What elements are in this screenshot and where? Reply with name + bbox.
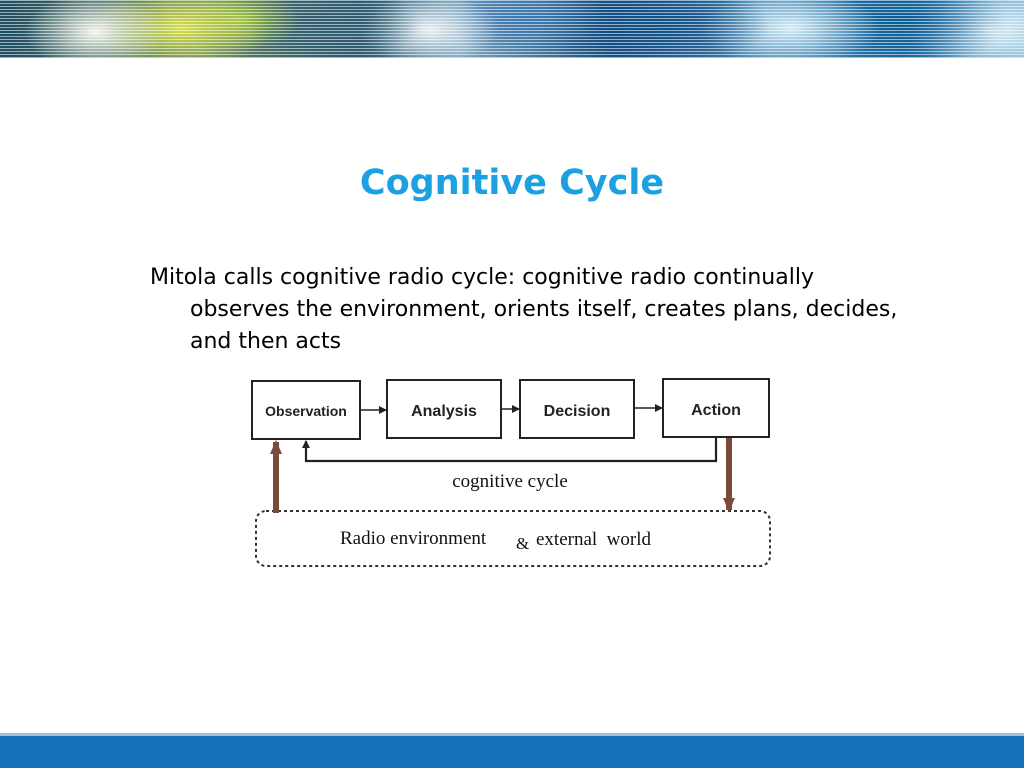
cognitive-cycle-label: cognitive cycle [452,471,568,492]
environment-ampersand: & [516,534,529,553]
feedback-loop-arrow [302,437,718,463]
observation-box: Observation [251,380,361,440]
bottom-decorative-bar [0,736,1024,768]
slide-title: Cognitive Cycle [359,163,665,203]
body-paragraph: Mitola calls cognitive radio cycle: cogn… [150,265,898,354]
radio-environment-box [255,510,771,567]
decision-box: Decision [519,379,635,439]
action-box: Action [662,378,770,438]
analysis-box: Analysis [386,379,502,439]
radio-environment-label: Radio environment [340,528,487,549]
bottom-bar-edge [0,733,1024,736]
action-label: Action [691,402,741,419]
top-decorative-banner [0,0,1024,58]
observation-label: Observation [265,403,347,419]
decision-label: Decision [544,403,611,420]
analysis-label: Analysis [411,403,477,420]
external-world-label: external world [536,529,652,550]
